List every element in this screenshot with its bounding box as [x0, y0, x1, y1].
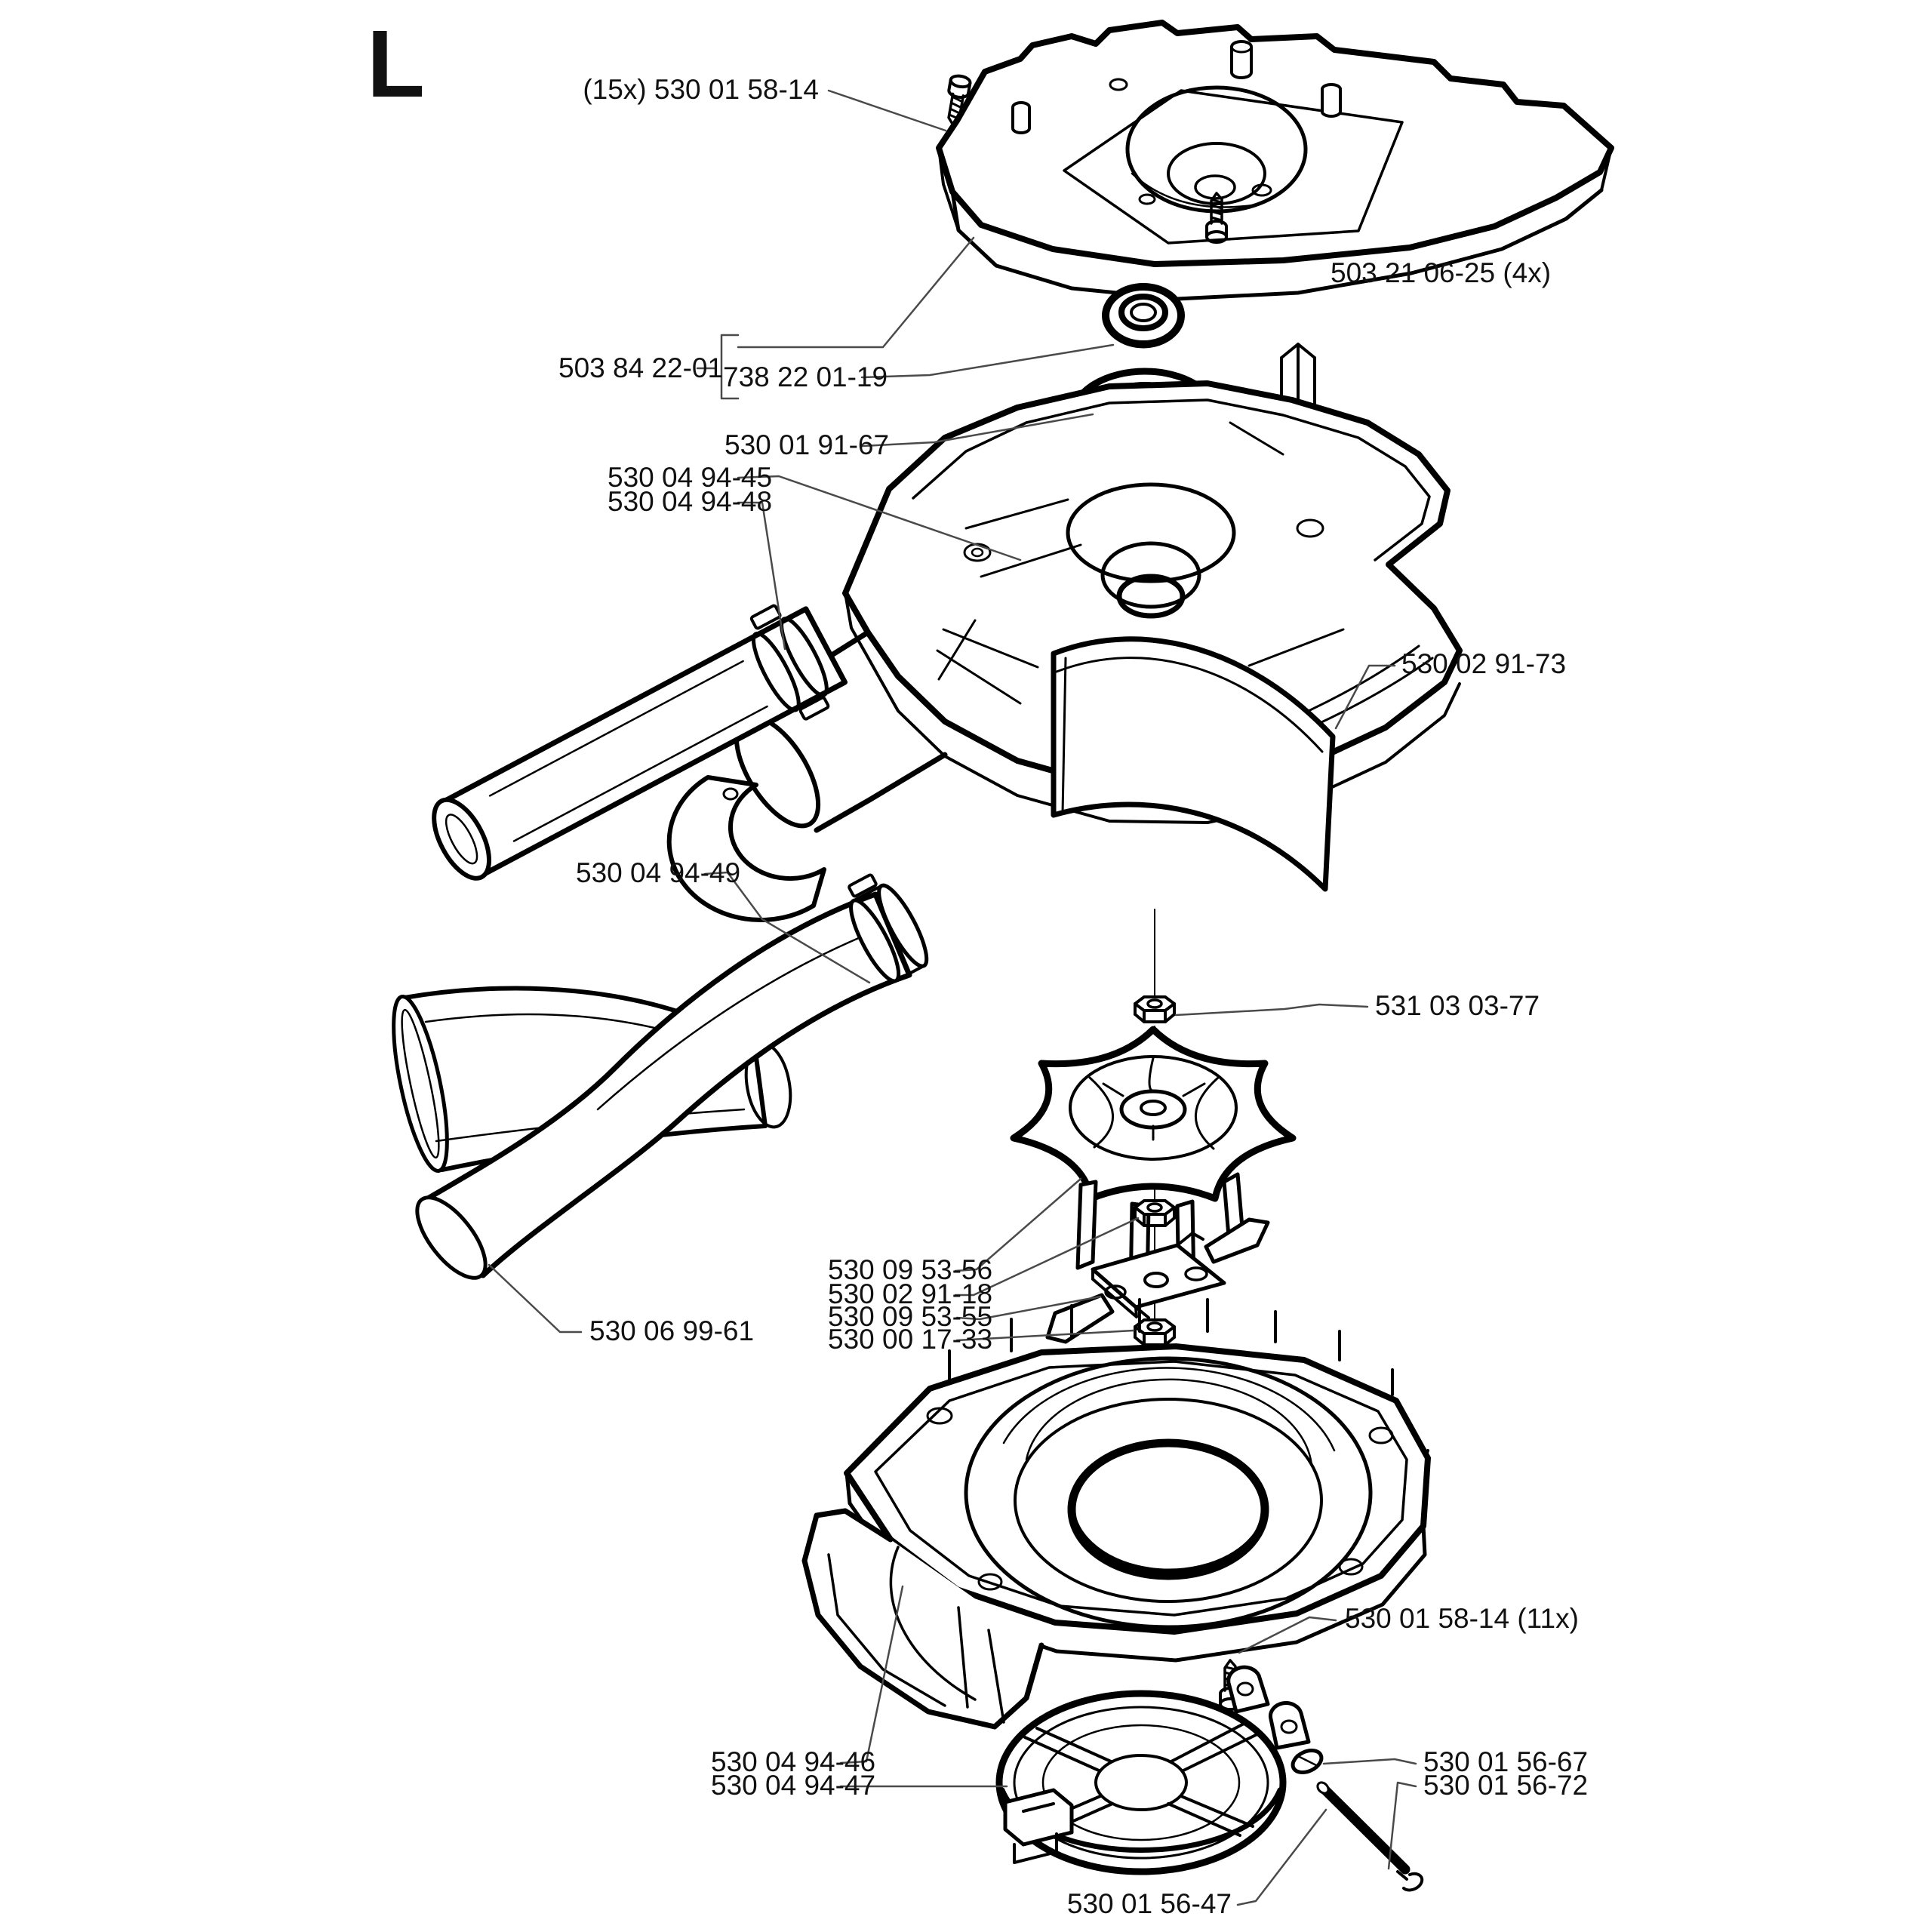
straight-tube — [432, 604, 848, 881]
part-label-mid-nut: 530 02 91-18 — [828, 1278, 992, 1309]
blade — [1045, 1217, 1270, 1344]
part-label-nozzle: 530 06 99-61 — [589, 1315, 754, 1346]
upper-housing — [734, 343, 1463, 833]
clip — [1396, 1870, 1424, 1892]
part-label-screw-lower: 530 01 58-14 (11x) — [1345, 1603, 1579, 1634]
part-label-band: 530 02 91-73 — [1401, 648, 1566, 679]
tube-clamp — [666, 775, 826, 923]
hinge-pin — [1316, 1781, 1411, 1875]
part-label-bearing: 738 22 01-19 — [723, 361, 888, 392]
part-label-tube-clamp: 530 04 94-48 — [608, 486, 772, 517]
page-title-letter: L — [367, 11, 425, 117]
part-label-hinge-pin: 530 01 56-47 — [1067, 1888, 1232, 1919]
retainer-ring — [1291, 1748, 1324, 1775]
part-label-inlet-cover-b: 530 04 94-47 — [711, 1770, 875, 1801]
part-label-lower-nut: 530 00 17-33 — [828, 1324, 992, 1355]
part-label-curved-tube: 530 04 94-49 — [576, 857, 740, 888]
fan-nut — [1134, 995, 1176, 1023]
part-label-screw-right: 503 21 06-25 (4x) — [1331, 257, 1551, 288]
inlet-cover — [995, 1665, 1311, 1875]
mid-nut — [1134, 1199, 1176, 1227]
part-label-upper-housing: 530 04 94-45 — [608, 462, 772, 493]
part-label-clip: 530 01 56-72 — [1423, 1770, 1588, 1801]
band — [1051, 636, 1336, 892]
part-label-screw-cover: (15x) 530 01 58-14 — [583, 74, 819, 105]
bearing — [1102, 283, 1185, 349]
leader-lines — [488, 89, 1417, 1906]
top-cover — [936, 20, 1614, 301]
part-label-inlet-cover-a: 530 04 94-46 — [711, 1746, 875, 1777]
part-label-cover-group: 503 84 22-01 — [558, 352, 723, 383]
part-label-retainer-ring: 530 01 56-67 — [1423, 1746, 1588, 1777]
part-label-seal-ring: 530 01 91-67 — [724, 429, 889, 460]
lower-housing — [801, 1298, 1431, 1730]
part-label-fan-nut: 531 03 03-77 — [1375, 990, 1540, 1021]
part-label-fan: 530 09 53-56 — [828, 1254, 992, 1285]
part-label-blade: 530 09 53-55 — [828, 1301, 992, 1332]
curved-tube — [415, 873, 929, 1280]
